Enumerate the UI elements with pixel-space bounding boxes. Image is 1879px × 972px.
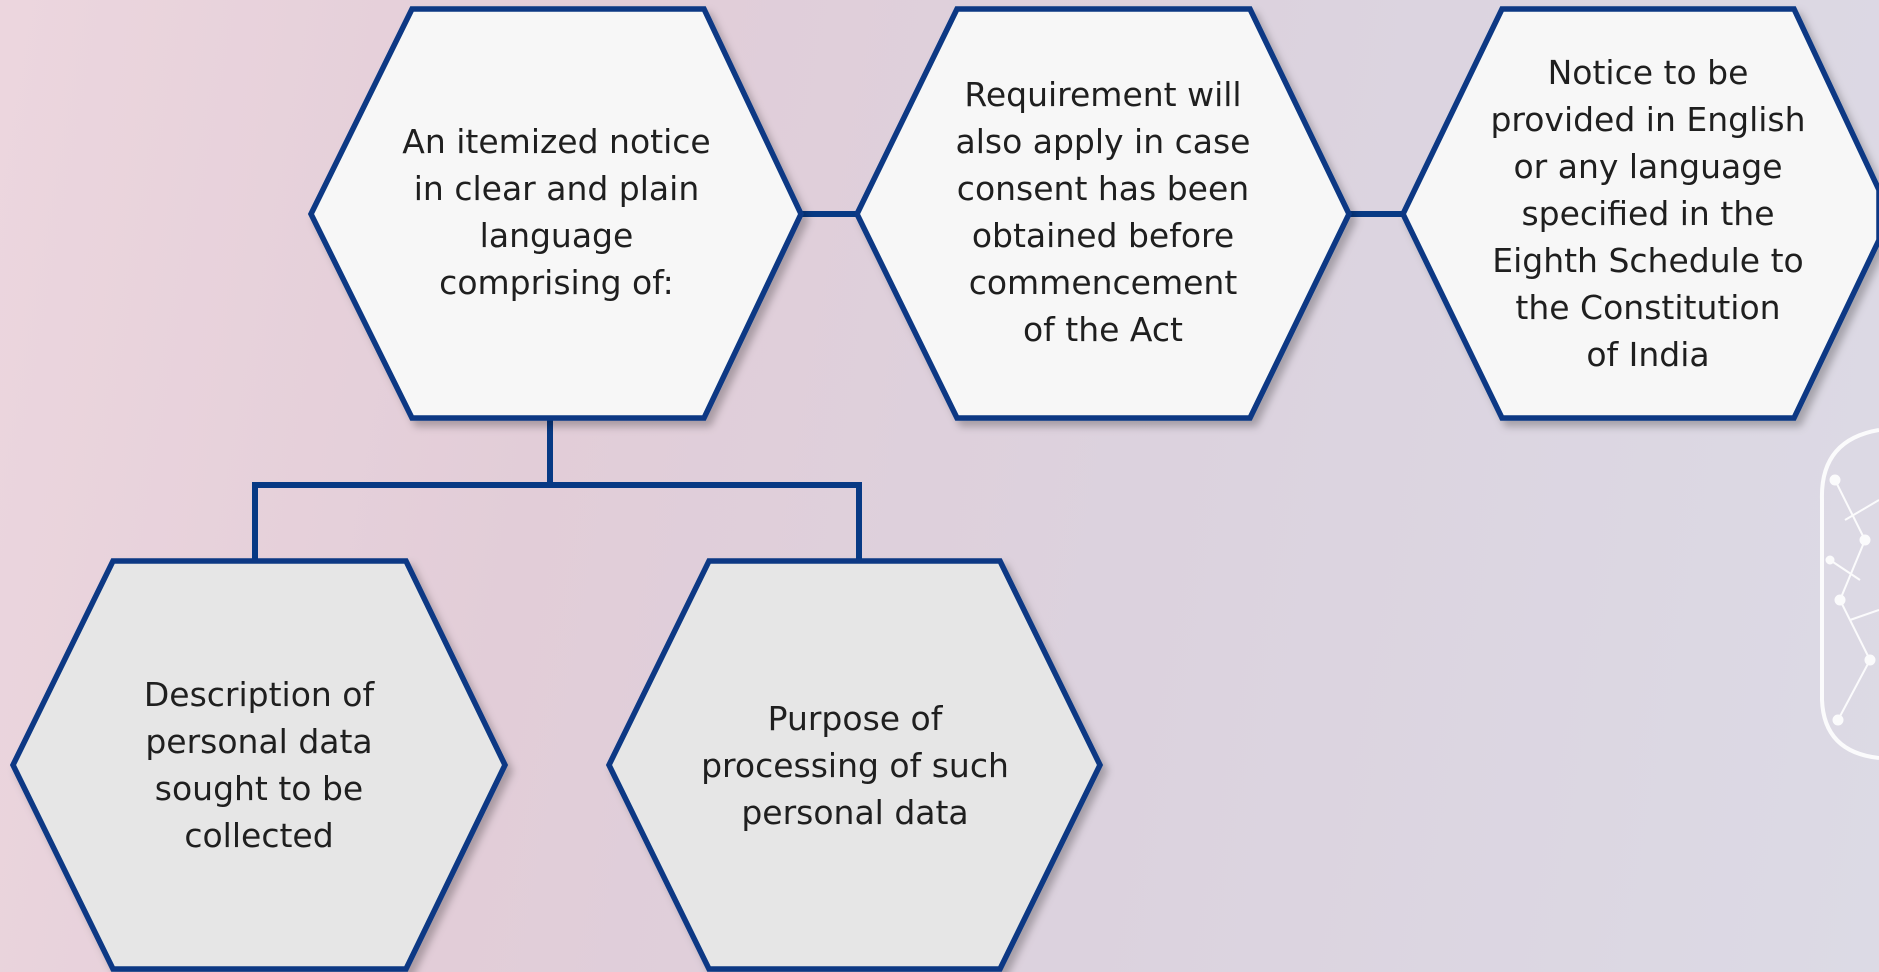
hex-language-label: Notice to be provided in English or any … [1490,52,1806,374]
connector-main-to-children [252,420,553,560]
hex-requirement [853,6,1353,421]
hex-requirement-label: Requirement will also apply in case cons… [955,75,1251,349]
hex-language [1399,6,1879,421]
connector-lines [252,211,1403,560]
hex-purpose-label: Purpose of processing of such personal d… [701,698,1009,832]
connector-main-to-purpose [550,482,862,560]
hex-purpose [605,558,1104,972]
hex-main [307,6,805,421]
hex-main-label: An itemized notice in clear and plain la… [402,122,711,302]
hex-description-label: Description of personal data sought to b… [143,675,375,855]
decorative-brain-graphic [1819,428,1879,760]
hex-description [9,558,509,972]
